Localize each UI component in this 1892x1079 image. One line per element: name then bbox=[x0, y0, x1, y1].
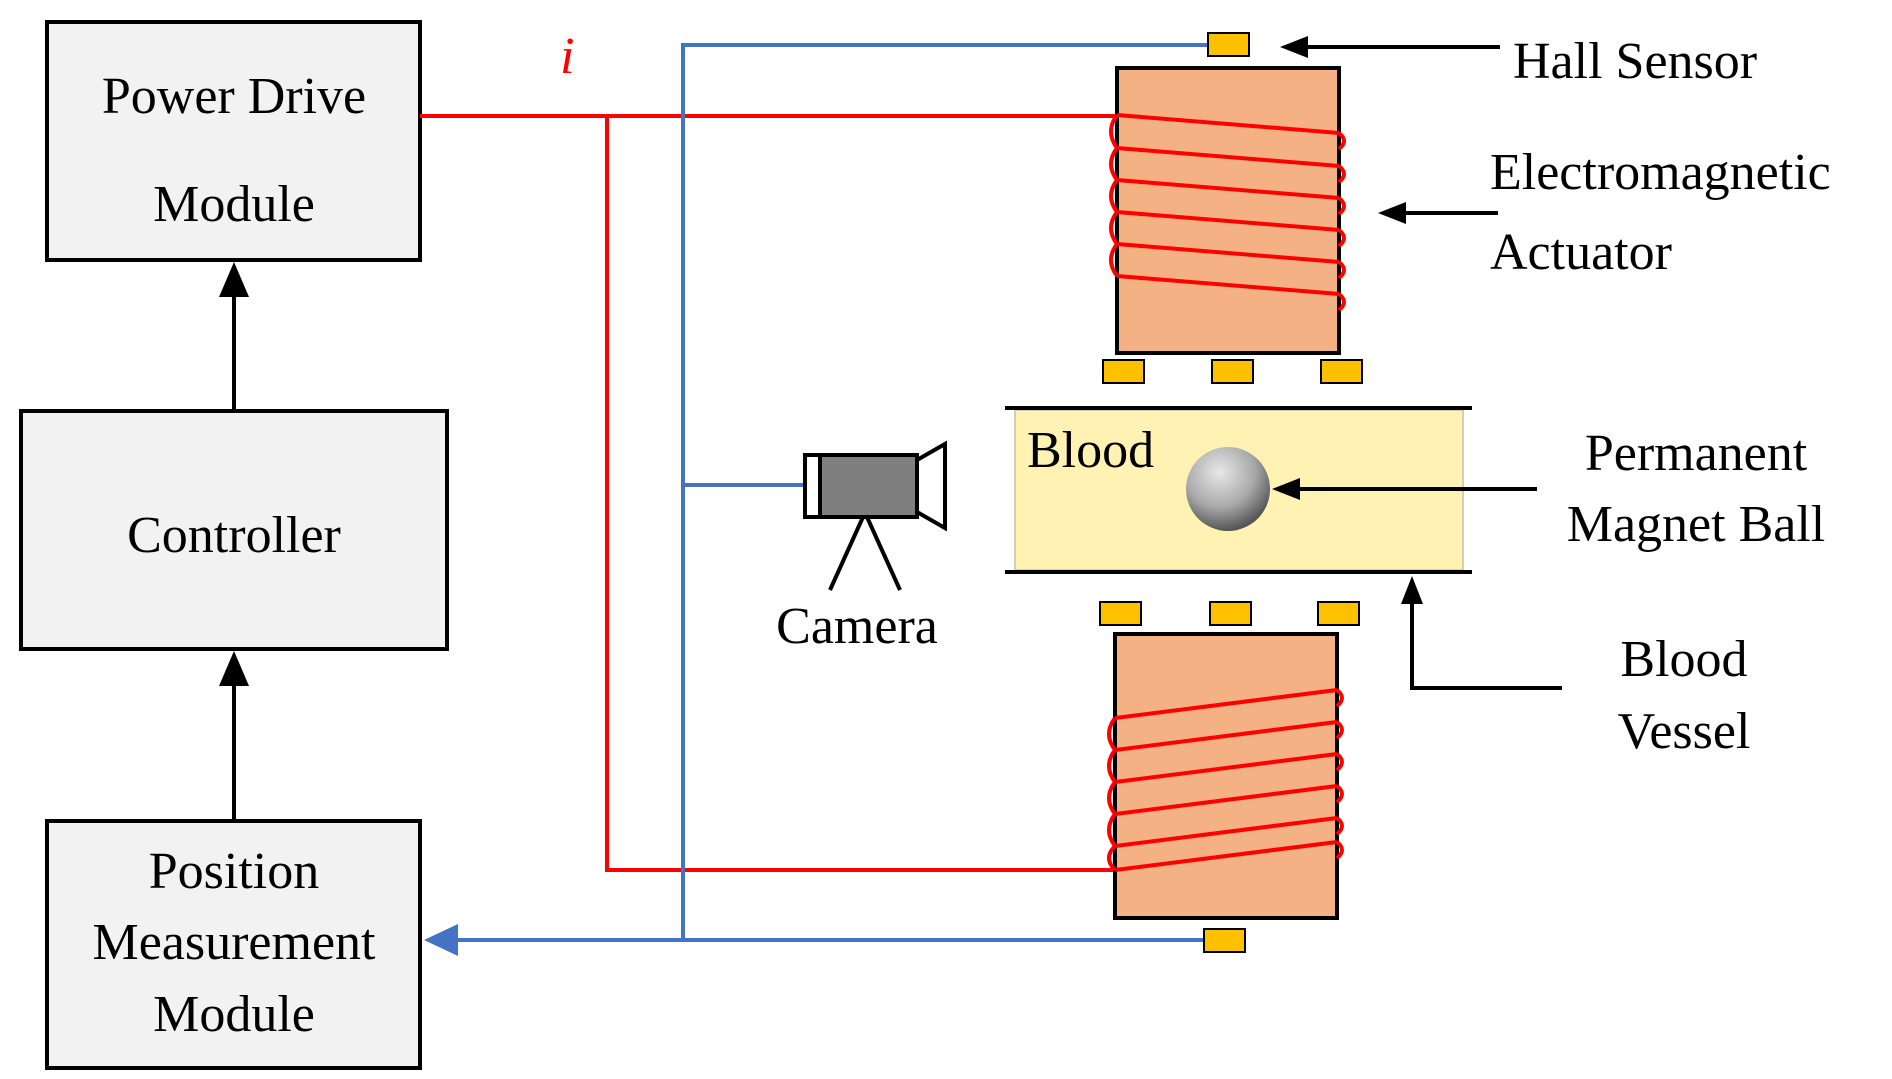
coil-turn bbox=[1114, 816, 1338, 848]
coil-turn bbox=[1116, 178, 1340, 200]
power-drive-label-line2: Module bbox=[153, 176, 315, 233]
coil-bend-right bbox=[1335, 720, 1344, 740]
coil-bend-left bbox=[1107, 812, 1117, 848]
coil-bend-left bbox=[1107, 748, 1117, 784]
coil-bend-right bbox=[1335, 840, 1344, 860]
lower-coil-winding bbox=[1107, 688, 1344, 872]
power-drive-module-block: Power Drive Module bbox=[45, 20, 422, 262]
hall-sensor-label: Hall Sensor bbox=[1513, 33, 1757, 90]
position-measurement-module-block: Position Measurement Module bbox=[45, 819, 422, 1070]
coil-bend-right bbox=[1335, 752, 1344, 772]
coil-bend-left bbox=[1109, 146, 1119, 182]
coil-turn bbox=[1116, 242, 1340, 264]
drive-current-wires bbox=[420, 114, 1115, 872]
magnet-ball-label-line1: Permanent bbox=[1585, 425, 1808, 482]
hall-sensor-bottom-icon bbox=[1203, 928, 1246, 953]
vessel-pointer bbox=[1401, 576, 1562, 690]
coil-turn bbox=[1114, 720, 1338, 752]
current-symbol: i bbox=[560, 28, 574, 85]
coil-bend-right bbox=[1337, 131, 1346, 151]
position-measurement-label-line2: Measurement bbox=[92, 914, 376, 971]
coil-turn bbox=[1114, 840, 1338, 872]
upper-electromagnetic-actuator bbox=[1109, 66, 1346, 355]
hall-sensor-top-icon bbox=[1207, 32, 1250, 57]
hall-sensor-lower-right-icon bbox=[1317, 601, 1360, 626]
coil-turn bbox=[1116, 274, 1340, 296]
magnet-ball-icon bbox=[1186, 447, 1270, 531]
coil-turn bbox=[1116, 210, 1340, 232]
coil-bend-right bbox=[1337, 292, 1346, 312]
magnet-ball-pointer bbox=[1272, 478, 1537, 500]
coil-bend-left bbox=[1107, 844, 1117, 872]
coil-bend-left bbox=[1109, 113, 1119, 150]
coil-turn bbox=[1114, 752, 1338, 784]
blood-label: Blood bbox=[1027, 422, 1154, 479]
hall-sensor-pointer bbox=[1280, 36, 1500, 58]
position-measurement-label-line3: Module bbox=[153, 986, 315, 1043]
actuator-label-line2: Actuator bbox=[1490, 224, 1672, 281]
measurement-to-controller-arrow bbox=[219, 651, 249, 821]
position-measurement-label-line1: Position bbox=[149, 843, 320, 900]
coil-bend-left bbox=[1107, 780, 1117, 816]
actuator-pointer bbox=[1378, 202, 1498, 224]
coil-bend-right bbox=[1335, 688, 1344, 708]
hall-sensor-upper-mid-icon bbox=[1211, 359, 1254, 384]
lower-electromagnetic-actuator bbox=[1107, 632, 1344, 920]
coil-bend-right bbox=[1337, 228, 1346, 248]
coil-turn bbox=[1114, 688, 1338, 720]
hall-sensor-lower-left-icon bbox=[1099, 601, 1142, 626]
power-drive-label-line1: Power Drive bbox=[102, 68, 366, 125]
hall-sensor-upper-right-icon bbox=[1320, 359, 1363, 384]
coil-turn bbox=[1114, 784, 1338, 816]
controller-to-drive-arrow bbox=[219, 262, 249, 411]
camera-label: Camera bbox=[776, 598, 938, 655]
upper-coil-winding bbox=[1109, 113, 1346, 312]
coil-bend-right bbox=[1335, 784, 1344, 804]
vessel-label-line1: Blood bbox=[1620, 631, 1747, 688]
coil-turn bbox=[1116, 113, 1340, 135]
coil-bend-right bbox=[1337, 260, 1346, 280]
sensor-signal-wires bbox=[424, 43, 1210, 956]
coil-bend-left bbox=[1109, 210, 1119, 246]
actuator-label-line1: Electromagnetic bbox=[1490, 144, 1831, 201]
coil-bend-left bbox=[1109, 242, 1119, 278]
controller-block: Controller bbox=[19, 409, 449, 651]
magnet-ball-label-line2: Magnet Ball bbox=[1567, 496, 1826, 553]
coil-bend-right bbox=[1337, 164, 1346, 184]
coil-bend-right bbox=[1335, 816, 1344, 836]
hall-sensors bbox=[1099, 32, 1363, 953]
vessel-label-line2: Vessel bbox=[1618, 703, 1751, 760]
coil-turn bbox=[1116, 146, 1340, 168]
hall-sensor-lower-mid-icon bbox=[1209, 601, 1252, 626]
coil-bend-right bbox=[1337, 196, 1346, 216]
coil-bend-left bbox=[1109, 178, 1119, 214]
controller-label: Controller bbox=[127, 507, 341, 564]
camera-on-tripod-icon bbox=[803, 440, 947, 591]
coil-bend-left bbox=[1107, 716, 1117, 752]
hall-sensor-upper-left-icon bbox=[1102, 359, 1145, 384]
